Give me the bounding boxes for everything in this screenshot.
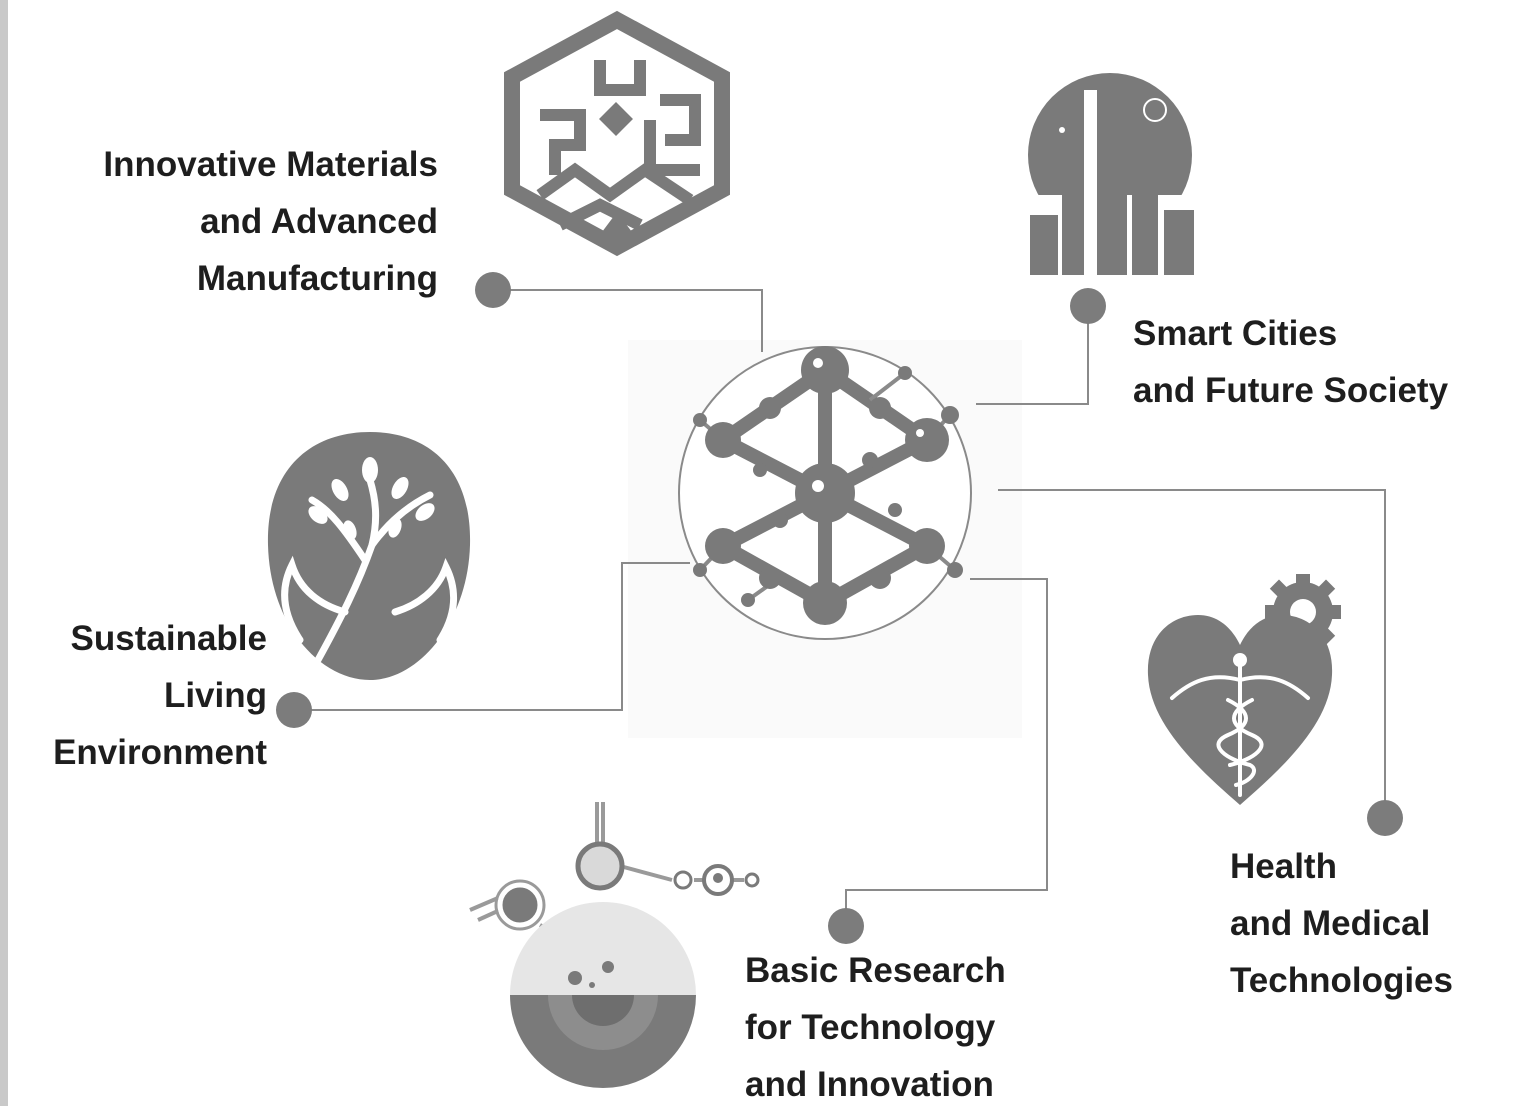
- label-line: Smart Cities: [1133, 314, 1338, 353]
- connector-research: [845, 578, 1048, 926]
- label-research: Basic Research for Technology and Innova…: [745, 942, 1006, 1113]
- label-line: Health: [1230, 847, 1337, 886]
- label-line: Innovative Materials: [103, 145, 438, 184]
- node-health: [1367, 800, 1403, 836]
- node-sustainable: [276, 692, 312, 728]
- node-research: [828, 908, 864, 944]
- hexagon-maze-icon: [504, 10, 730, 257]
- left-edge-bar: [0, 0, 8, 1106]
- label-health: Health and Medical Technologies: [1230, 838, 1453, 1009]
- connector-health: [998, 489, 1386, 818]
- connector-lines: [294, 289, 1386, 926]
- connector-sustainable: [294, 562, 690, 711]
- connector-materials: [493, 289, 763, 352]
- label-line: and Future Society: [1133, 371, 1449, 410]
- label-line: Manufacturing: [196, 259, 438, 298]
- label-line: Technologies: [1230, 961, 1453, 1000]
- hands-holding-tree-icon: [267, 432, 471, 680]
- label-smart-cities: Smart Cities and Future Society: [1133, 305, 1448, 419]
- molecular-network-hub-icon: [678, 346, 972, 640]
- connector-nodes: [276, 272, 1403, 944]
- label-materials: Innovative Materials and Advanced Manufa…: [103, 136, 438, 307]
- lab-flask-icon: [469, 802, 760, 1088]
- node-smart-cities: [1070, 288, 1106, 324]
- city-skyline-icon: [1028, 73, 1194, 280]
- label-line: Basic Research: [745, 951, 1006, 990]
- label-line: and Medical: [1230, 904, 1431, 943]
- label-line: for Technology: [745, 1008, 996, 1047]
- label-line: and Innovation: [745, 1065, 994, 1104]
- label-line: Environment: [53, 733, 267, 772]
- label-line: Sustainable: [70, 619, 267, 658]
- connector-smart-cities: [976, 306, 1089, 405]
- heart-caduceus-gear-icon: [1147, 574, 1341, 805]
- node-materials: [475, 272, 511, 308]
- label-line: and Advanced: [200, 202, 438, 241]
- label-line: Living: [163, 676, 267, 715]
- label-sustainable: Sustainable Living Environment: [53, 610, 267, 781]
